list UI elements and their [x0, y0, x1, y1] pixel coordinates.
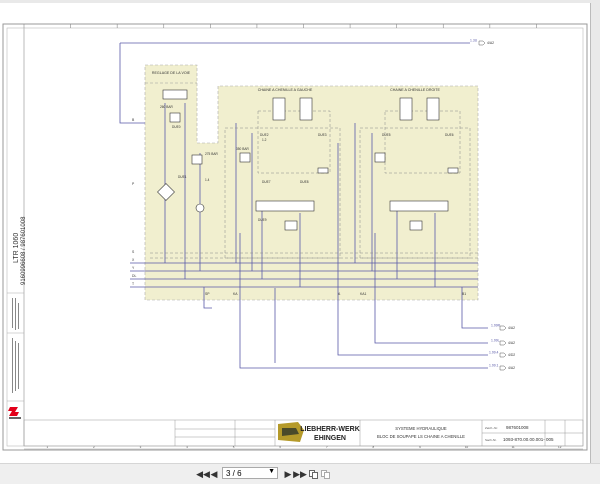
- svg-text:LIEBHERR-WERK: LIEBHERR-WERK: [300, 426, 360, 433]
- drawing-title-2: BLOC DE SOUPAPE LS CHAINE A CHENILLE: [377, 434, 465, 439]
- svg-text:KA1: KA1: [360, 292, 367, 296]
- svg-text:A: A: [338, 292, 341, 296]
- column-number: 5: [233, 445, 235, 449]
- svg-text:Y: Y: [132, 266, 135, 270]
- svg-text:275 BAR: 275 BAR: [205, 152, 218, 156]
- svg-text:S: S: [132, 250, 135, 254]
- svg-text:DUE3: DUE3: [318, 133, 327, 137]
- page-number-input[interactable]: 3 / 6 ▼: [222, 467, 278, 479]
- hydraulic-schematic: LTR 1060 9160996608 / 987601008 REGLAGE …: [2, 23, 588, 451]
- side-title-2: 9160996608 / 987601008: [21, 216, 27, 285]
- svg-text:EHINGEN: EHINGEN: [314, 435, 346, 442]
- svg-text:DL: DL: [132, 274, 136, 278]
- document-page: LTR 1060 9160996608 / 987601008 REGLAGE …: [0, 3, 591, 463]
- column-number: 9: [419, 445, 421, 449]
- column-number: 4: [186, 445, 188, 449]
- svg-text:260 BAR: 260 BAR: [160, 105, 173, 109]
- valve-symbols: [157, 89, 459, 231]
- column-number: 7: [326, 445, 328, 449]
- last-page-icon[interactable]: ▶▶: [293, 468, 307, 479]
- svg-text:4/A2: 4/A2: [487, 41, 494, 45]
- svg-text:DUE5: DUE5: [382, 133, 391, 137]
- single-page-icon[interactable]: [308, 468, 318, 480]
- column-number: 1: [46, 445, 48, 449]
- sheet-frame: [2, 23, 588, 451]
- valve-block-area: [144, 64, 479, 301]
- svg-text:1.4: 1.4: [205, 178, 210, 182]
- svg-text:DUE6: DUE6: [445, 133, 454, 137]
- side-title-1: LTR 1060: [13, 233, 20, 263]
- next-page-icon[interactable]: ▶: [284, 468, 292, 479]
- svg-text:1.99.1: 1.99.1: [489, 364, 499, 368]
- port-labels: B P T X Y DL S SP KA KA1 A B1: [132, 118, 466, 296]
- svg-text:B1: B1: [462, 292, 466, 296]
- column-number: 10: [465, 445, 469, 449]
- part-no: 1093-870.00.00.001- 005: [503, 437, 554, 442]
- svg-text:SP: SP: [205, 292, 210, 296]
- svg-text:X: X: [132, 258, 135, 262]
- svg-text:4/D2: 4/D2: [508, 353, 515, 357]
- svg-text:DUE2: DUE2: [260, 133, 269, 137]
- column-number: 3: [140, 445, 142, 449]
- svg-text:DUE1: DUE1: [178, 175, 187, 179]
- page-indicator: 3 / 6: [226, 468, 242, 478]
- svg-text:4/A2: 4/A2: [508, 341, 515, 345]
- column-number: 12: [558, 445, 562, 449]
- drawing-no: 987601008: [506, 425, 529, 430]
- column-number: 8: [373, 445, 375, 449]
- column-number: 6: [279, 445, 281, 449]
- company-logo: LIEBHERR-WERK EHINGEN: [278, 422, 360, 442]
- chevron-down-icon[interactable]: ▼: [268, 468, 275, 475]
- column-number: 2: [93, 445, 95, 449]
- liebherr-logo: [8, 407, 21, 419]
- svg-text:B: B: [132, 118, 135, 122]
- component-labels: 260 BAR 275 BAR 350 BAR DUE0 DUE1 DUE2 D…: [160, 105, 454, 222]
- svg-text:T: T: [132, 282, 134, 286]
- drawing-no-label: Zeich.-Nr.: [485, 426, 498, 430]
- svg-text:4/A2: 4/A2: [508, 366, 515, 370]
- part-no-label: Sach-Nr.: [485, 438, 497, 442]
- title-block: [23, 419, 584, 450]
- svg-text:4/A2: 4/A2: [508, 326, 515, 330]
- column-number: 11: [512, 445, 515, 449]
- svg-text:P: P: [132, 182, 135, 186]
- side-title-block: LTR 1060 9160996608 / 987601008: [7, 216, 27, 419]
- svg-text:1.99.4: 1.99.4: [489, 351, 499, 355]
- svg-text:DUE0: DUE0: [172, 125, 181, 129]
- svg-text:KA: KA: [233, 292, 238, 296]
- block-left-track: CHAINE A CHENILLE A GAUCHE: [258, 88, 313, 92]
- svg-text:DUE8: DUE8: [300, 180, 309, 184]
- svg-text:DUE7: DUE7: [262, 180, 271, 184]
- viewer-toolbar: ◀◀ ◀ 3 / 6 ▼ ▶ ▶▶: [0, 463, 600, 484]
- svg-text:DUE9: DUE9: [258, 218, 267, 222]
- first-page-icon[interactable]: ◀◀: [196, 468, 210, 479]
- block-left-label: REGLAGE DE LA VOIE: [152, 71, 191, 75]
- previous-page-icon[interactable]: ◀: [210, 468, 218, 479]
- drawing-title-1: SYSTEME HYDRAULIQUE: [395, 426, 447, 431]
- two-page-icon[interactable]: [320, 468, 330, 480]
- svg-text:1.99L: 1.99L: [491, 339, 500, 343]
- svg-text:1.3U: 1.3U: [470, 39, 478, 43]
- svg-text:1.2: 1.2: [262, 138, 267, 142]
- svg-text:350 BAR: 350 BAR: [236, 147, 249, 151]
- svg-text:1.99R: 1.99R: [491, 324, 501, 328]
- block-right-track: CHAINE A CHENILLE DROITE: [390, 88, 440, 92]
